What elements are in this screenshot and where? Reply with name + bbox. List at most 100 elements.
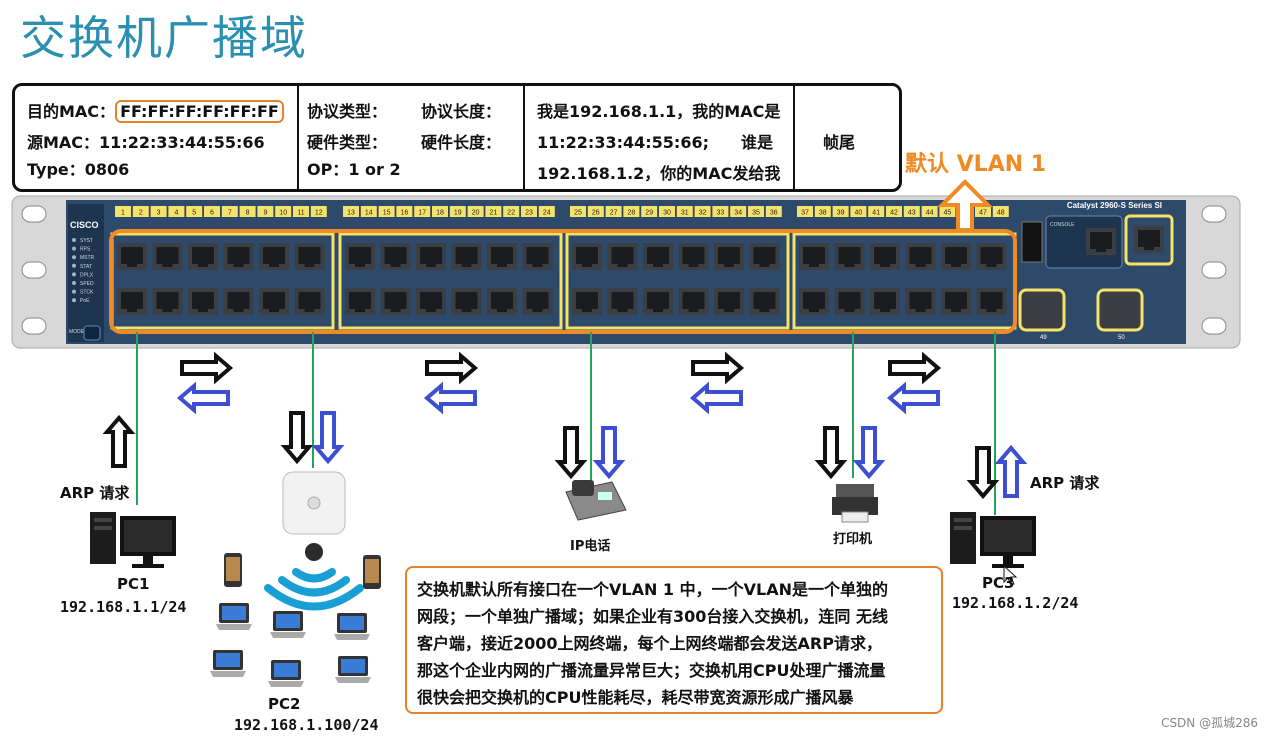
ethernet-port[interactable] xyxy=(259,288,289,315)
sfp-label-49: 49 xyxy=(1040,335,1047,341)
port-number-tag xyxy=(903,206,920,217)
ethernet-port[interactable] xyxy=(607,243,638,270)
port-number: 30 xyxy=(663,210,671,217)
ethernet-port[interactable] xyxy=(678,288,709,315)
port-number: 44 xyxy=(926,210,934,217)
ethernet-port[interactable] xyxy=(487,243,517,270)
ethernet-port[interactable] xyxy=(294,288,325,315)
ethernet-port[interactable] xyxy=(834,243,865,270)
port-number: 20 xyxy=(472,210,480,217)
ethernet-port[interactable] xyxy=(416,288,446,315)
ethernet-port[interactable] xyxy=(188,243,218,270)
ethernet-port[interactable] xyxy=(451,288,482,315)
ethernet-port[interactable] xyxy=(259,243,289,270)
ethernet-port[interactable] xyxy=(905,288,936,315)
ethernet-port[interactable] xyxy=(799,288,829,315)
port-number-tag xyxy=(939,206,956,217)
ethernet-port[interactable] xyxy=(152,243,183,270)
laptop-icon xyxy=(270,611,306,638)
vlan1-port-highlight xyxy=(109,229,1017,334)
frame-header-cell: 目的MAC：FF:FF:FF:FF:FF:FF 源MAC：11:22:33:44… xyxy=(15,86,297,189)
port-number-tag xyxy=(623,206,640,217)
status-led-label: PoE xyxy=(80,298,90,304)
console-port[interactable] xyxy=(1086,228,1116,255)
ethernet-port[interactable] xyxy=(223,288,254,315)
ethernet-port[interactable] xyxy=(380,243,411,270)
port-number-tag xyxy=(676,206,693,217)
laptop-icon xyxy=(216,603,252,630)
ethernet-port[interactable] xyxy=(834,288,865,315)
port-number: 23 xyxy=(525,210,533,217)
ethernet-port[interactable] xyxy=(643,288,673,315)
ethernet-port[interactable] xyxy=(451,243,482,270)
port-number-tag xyxy=(396,206,413,217)
ethernet-port[interactable] xyxy=(749,288,780,315)
port-number-tag xyxy=(748,206,764,217)
ethernet-port[interactable] xyxy=(345,288,375,315)
pc1-arp-label: ARP 请求 xyxy=(60,484,130,502)
ethernet-port[interactable] xyxy=(188,288,218,315)
ethernet-port[interactable] xyxy=(487,288,517,315)
ethernet-port[interactable] xyxy=(714,288,744,315)
wireless-client-icon xyxy=(305,543,323,561)
ethernet-port[interactable] xyxy=(799,243,829,270)
sfp-port-49[interactable] xyxy=(1018,288,1066,332)
mgmt-port[interactable] xyxy=(1134,226,1164,253)
ethernet-port[interactable] xyxy=(117,243,147,270)
port-number-tag xyxy=(239,206,256,217)
port-number: 3 xyxy=(157,210,161,217)
port-number-tag xyxy=(641,206,658,217)
ethernet-port[interactable] xyxy=(643,243,673,270)
sfp-port-50[interactable] xyxy=(1096,288,1144,332)
phone-down-arrow xyxy=(557,426,585,478)
ethernet-port[interactable] xyxy=(905,243,936,270)
port-number: 28 xyxy=(628,210,636,217)
port-number-tag xyxy=(797,206,813,217)
port-number-tag xyxy=(414,206,431,217)
ethernet-port[interactable] xyxy=(345,243,375,270)
ethernet-port[interactable] xyxy=(152,288,183,315)
ethernet-port[interactable] xyxy=(223,243,254,270)
port-number: 27 xyxy=(610,210,618,217)
broadcast-right-arrow xyxy=(888,354,940,382)
port-number-tag xyxy=(360,206,377,217)
port-number-tag xyxy=(730,206,747,217)
ethernet-port[interactable] xyxy=(749,243,780,270)
port-number: 42 xyxy=(890,210,898,217)
port-number-tag xyxy=(712,206,729,217)
ethernet-port[interactable] xyxy=(416,243,446,270)
ethernet-port[interactable] xyxy=(522,243,553,270)
ethernet-port[interactable] xyxy=(572,243,602,270)
port-number: 10 xyxy=(279,210,287,217)
ethernet-port[interactable] xyxy=(870,288,900,315)
type-text: Type：0806 xyxy=(27,160,130,179)
ethernet-port[interactable] xyxy=(714,243,744,270)
port-number-tag xyxy=(521,206,537,217)
port-number: 22 xyxy=(507,210,515,217)
src-mac-text: 源MAC：11:22:33:44:55:66 xyxy=(27,133,265,152)
ethernet-port[interactable] xyxy=(941,288,971,315)
status-led xyxy=(72,281,76,285)
dest-mac-value: FF:FF:FF:FF:FF:FF xyxy=(115,100,284,123)
pc2-name: PC2 xyxy=(268,695,301,713)
mode-button[interactable] xyxy=(83,325,101,341)
laptop-icon xyxy=(334,613,370,640)
divider xyxy=(523,86,525,189)
ethernet-port[interactable] xyxy=(976,288,1007,315)
wifi-waves-icon xyxy=(264,568,364,611)
port-number-tag xyxy=(204,206,220,217)
ethernet-port[interactable] xyxy=(380,288,411,315)
ethernet-port[interactable] xyxy=(607,288,638,315)
ethernet-port[interactable] xyxy=(294,243,325,270)
ethernet-port[interactable] xyxy=(117,288,147,315)
ethernet-port[interactable] xyxy=(941,243,971,270)
ethernet-port[interactable] xyxy=(678,243,709,270)
note-line: 那这个企业内网的广播流量异常巨大；交换机用CPU处理广播流量 xyxy=(417,661,886,680)
ethernet-port[interactable] xyxy=(572,288,602,315)
ethernet-port[interactable] xyxy=(976,243,1007,270)
port-number-tag xyxy=(992,206,1009,217)
ethernet-port[interactable] xyxy=(522,288,553,315)
ethernet-port[interactable] xyxy=(870,243,900,270)
pc1-name: PC1 xyxy=(117,575,150,593)
